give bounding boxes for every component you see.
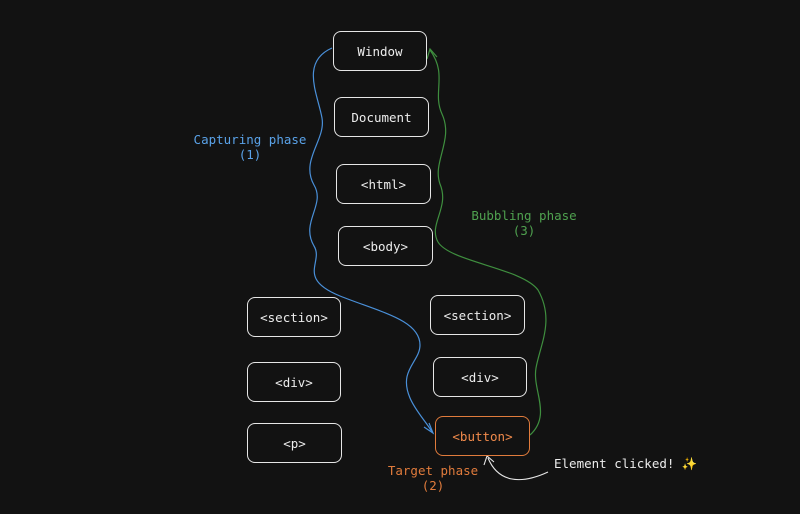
target-phase-number: (2) xyxy=(421,478,445,493)
bubbling-path xyxy=(429,49,547,436)
button-target-node: <button> xyxy=(435,416,530,456)
section-left-node: <section> xyxy=(247,297,341,337)
bubbling-phase-label: Bubbling phase (3) xyxy=(464,208,584,238)
element-clicked-arrowhead xyxy=(483,455,495,466)
html-node: <html> xyxy=(336,164,431,204)
capturing-arrowhead xyxy=(423,422,435,435)
target-phase-title: Target phase xyxy=(387,463,479,478)
bubbling-arrowhead xyxy=(426,47,438,60)
p-left-node: <p> xyxy=(247,423,342,463)
target-phase-label: Target phase (2) xyxy=(378,463,488,493)
element-clicked-note: Element clicked! ✨ xyxy=(554,456,698,471)
capturing-phase-title: Capturing phase xyxy=(193,132,307,147)
div-left-node: <div> xyxy=(247,362,341,402)
capturing-phase-number: (1) xyxy=(238,147,262,162)
document-node: Document xyxy=(334,97,429,137)
capturing-phase-label: Capturing phase (1) xyxy=(190,132,310,162)
bubbling-phase-number: (3) xyxy=(512,223,536,238)
window-node: Window xyxy=(333,31,427,71)
section-right-node: <section> xyxy=(430,295,525,335)
capturing-path xyxy=(309,47,433,433)
body-node: <body> xyxy=(338,226,433,266)
bubbling-phase-title: Bubbling phase xyxy=(471,208,577,223)
div-right-node: <div> xyxy=(433,357,527,397)
element-clicked-pointer xyxy=(487,457,549,481)
